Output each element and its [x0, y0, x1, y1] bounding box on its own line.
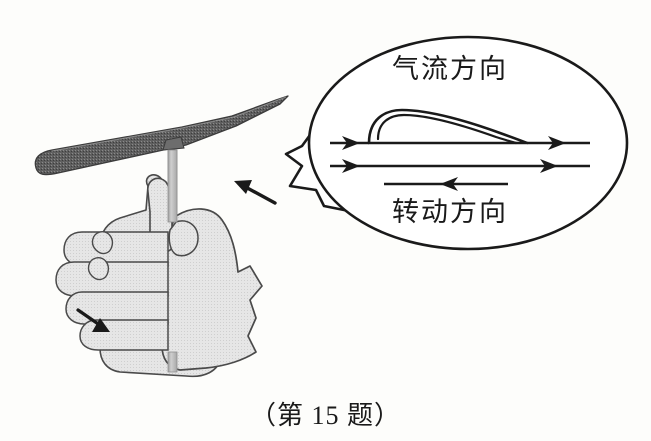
airfoil-cross-section	[367, 108, 529, 145]
lower-rotation-line	[384, 177, 508, 191]
middle-flow-line	[330, 159, 590, 173]
hand-motion-arrow	[76, 308, 110, 332]
front-hand	[55, 177, 263, 371]
airflow-direction-label: 气流方向	[392, 54, 508, 84]
upper-flow-line	[330, 136, 590, 150]
propeller-blade	[34, 95, 289, 176]
rotation-direction-label: 转动方向	[392, 197, 508, 227]
flow-lines	[330, 136, 590, 191]
figure-caption: （第 15 题）	[249, 401, 401, 430]
shaft-foreground-segment	[167, 149, 178, 373]
callout-pointer-arrow	[234, 180, 277, 205]
